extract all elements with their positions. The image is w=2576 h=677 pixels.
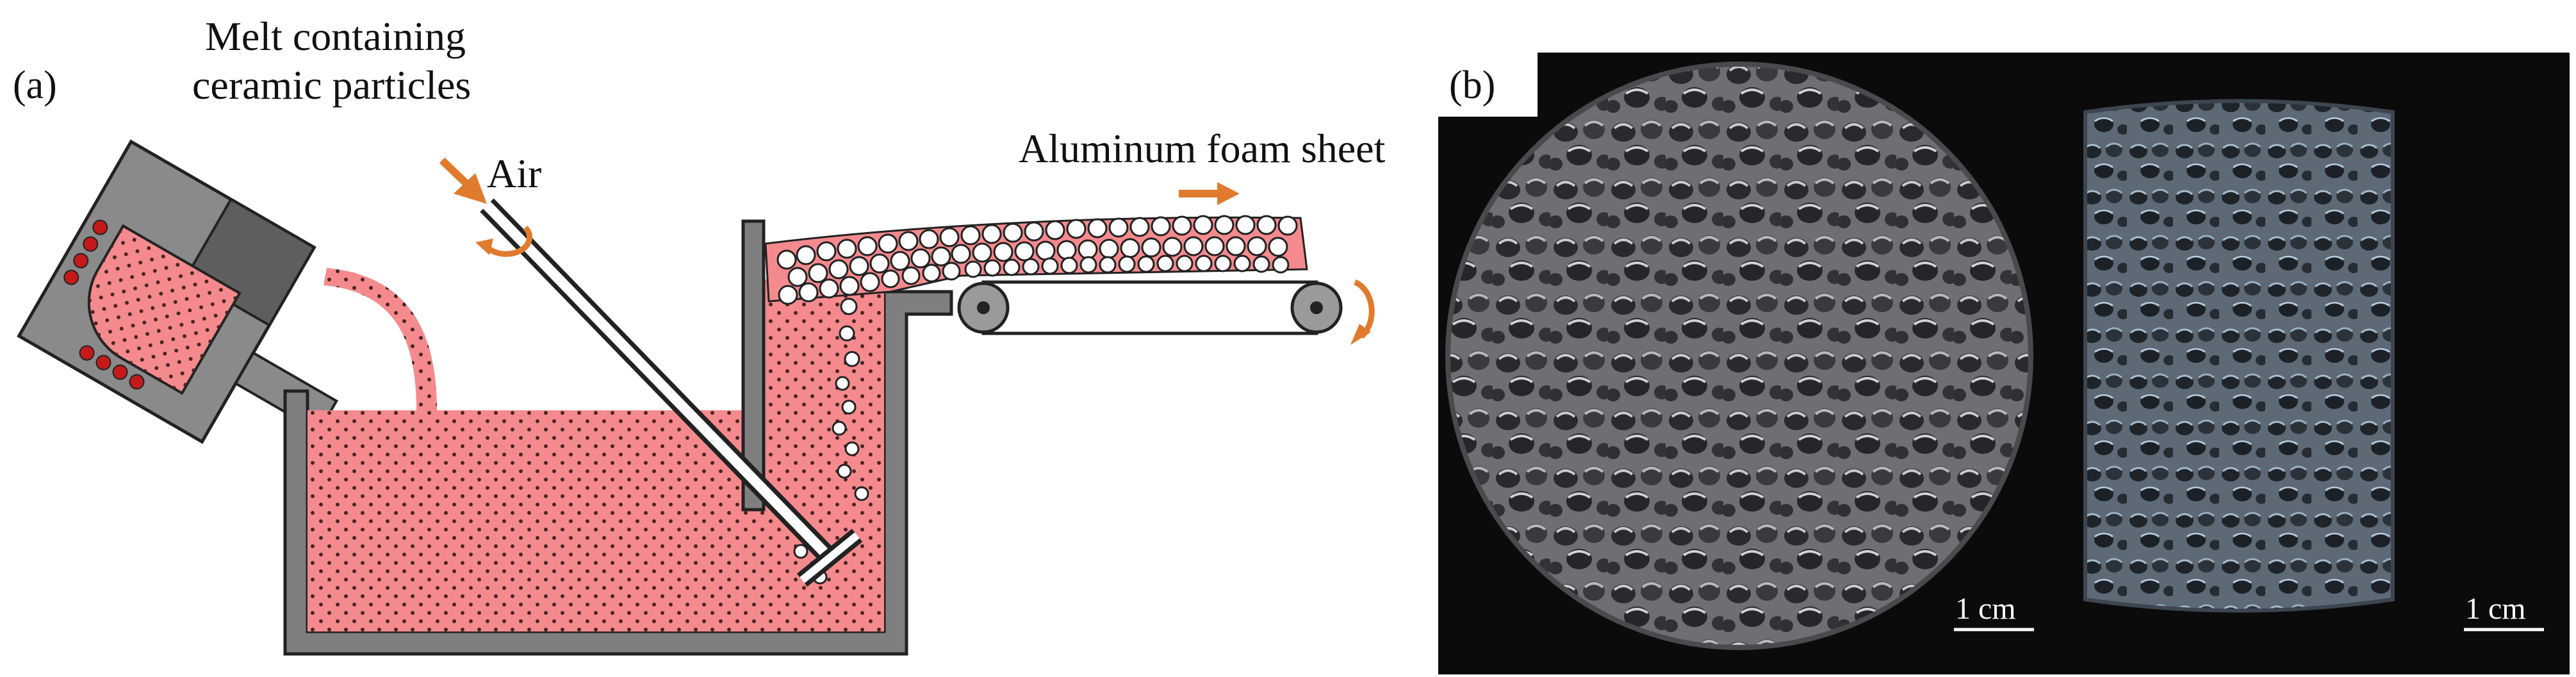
melt-label-line1: Melt containing xyxy=(205,13,466,59)
foam-cylinder-sample xyxy=(2083,99,2395,613)
panel-b-label: (b) xyxy=(1449,63,1496,107)
foam-bubbles xyxy=(776,215,1298,305)
air-label: Air xyxy=(487,151,542,196)
scale-label-right: 1 cm xyxy=(2465,592,2526,626)
melt-label-line2: ceramic particles xyxy=(192,62,472,108)
rotating-impeller xyxy=(480,198,863,587)
air-arrow-icon xyxy=(439,157,487,204)
shaft-rotation-arrow-icon xyxy=(484,225,533,257)
scale-label-left: 1 cm xyxy=(1955,592,2016,626)
crucible xyxy=(17,139,339,444)
sheet-direction-arrow-icon xyxy=(1179,182,1240,205)
foam-disc-sample xyxy=(1448,64,2031,648)
foam-photographs xyxy=(1438,53,2570,674)
conveyor-belt xyxy=(957,280,1343,335)
foaming-process-schematic xyxy=(17,139,1375,656)
sheet-label: Aluminum foam sheet xyxy=(1019,126,1386,171)
heating-elements xyxy=(63,219,145,390)
panel-a-label: (a) xyxy=(13,63,57,107)
